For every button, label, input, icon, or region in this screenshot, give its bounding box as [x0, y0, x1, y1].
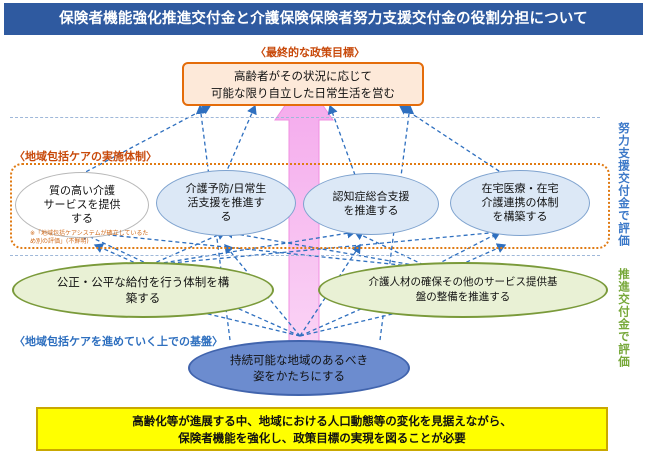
- bottom-line-1: 高齢化等が進展する中、地域における人口動態等の変化を見据えながら、: [132, 414, 512, 428]
- foundation-fair-benefit: 公正・公平な給付を行う体制を構 築する: [12, 262, 274, 318]
- care-system-label: 〈地域包括ケアの実施体制〉: [14, 150, 157, 163]
- care-item-2-line-3: る: [220, 210, 232, 223]
- base-line-2: 姿をかたちにする: [252, 369, 346, 383]
- foundation-label: 〈地域包括ケアを進めていく上での基盤〉: [14, 335, 223, 348]
- care-item-4-line-3: を構築する: [492, 210, 548, 223]
- care-item-1-line-1: 質の高い介護: [49, 184, 115, 197]
- goal-box: 高齢者がその状況に応じて 可能な限り自立した日常生活を営む: [182, 62, 424, 106]
- care-item-quality-service: 質の高い介護 サービスを提供 する: [15, 172, 149, 238]
- care-item-1-line-2: サービスを提供: [43, 198, 121, 211]
- foundation-2-line-1: 介護人材の確保その他のサービス提供基: [368, 276, 558, 288]
- care-item-prevention: 介護予防/日常生 活支援を推進す る: [156, 170, 296, 236]
- base-line-1: 持続可能な地域のあるべき: [230, 353, 368, 367]
- foundation-1-line-1: 公正・公平な給付を行う体制を構: [56, 275, 230, 289]
- goal-label: 〈最終的な政策目標〉: [255, 46, 365, 59]
- divider-top: [10, 117, 600, 118]
- side-label-effort-support: 努力支援交付金で評価: [617, 122, 631, 247]
- care-item-dementia: 認知症総合支援 を推進する: [303, 173, 439, 235]
- side-label-promotion: 推進交付金で評価: [617, 268, 631, 368]
- care-item-4-line-2: 介護連携の体制: [481, 196, 559, 209]
- page-title: 保険者機能強化推進交付金と介護保険保険者努力支援交付金の役割分担について: [4, 3, 643, 35]
- care-system-frame: [10, 163, 610, 249]
- foundation-1-line-2: 築する: [125, 291, 161, 305]
- care-item-1-line-3: する: [71, 212, 93, 225]
- care-item-4-line-1: 在宅医療・在宅: [481, 182, 559, 195]
- goal-line-1: 高齢者がその状況に応じて: [234, 69, 372, 83]
- care-item-3-line-2: を推進する: [343, 204, 399, 217]
- foundation-care-workforce: 介護人材の確保その他のサービス提供基 盤の整備を推進する: [318, 262, 608, 318]
- care-item-2-line-2: 活支援を推進す: [187, 196, 265, 209]
- foundation-2-line-2: 盤の整備を推進する: [415, 291, 511, 303]
- bottom-conclusion-box: 高齢化等が進展する中、地域における人口動態等の変化を見据えながら、 保険者機能を…: [36, 407, 608, 451]
- base-sustainable-region: 持続可能な地域のあるべき 姿をかたちにする: [188, 340, 410, 396]
- care-item-2-line-1: 介護予防/日常生: [185, 182, 267, 195]
- care-note: ※「地域包括ケアシステムが確立しているため別の評価」(不鮮明): [30, 230, 149, 245]
- bottom-line-2: 保険者機能を強化し、政策目標の実現を図ることが必要: [178, 431, 466, 445]
- care-item-home-medical: 在宅医療・在宅 介護連携の体制 を構築する: [450, 170, 590, 236]
- goal-line-2: 可能な限り自立した日常生活を営む: [211, 86, 395, 100]
- care-item-3-line-1: 認知症総合支援: [332, 190, 410, 203]
- divider-middle: [10, 255, 600, 256]
